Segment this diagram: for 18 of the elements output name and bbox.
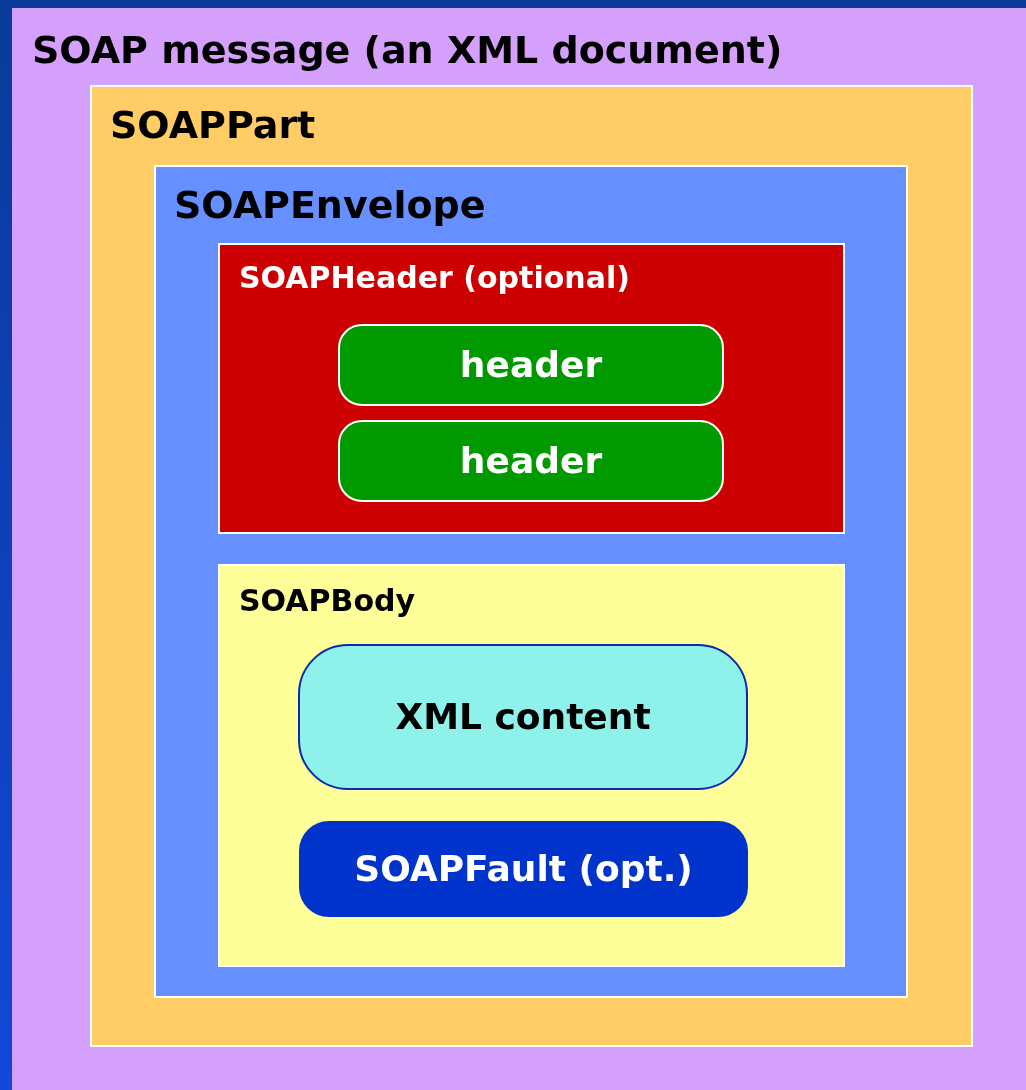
body-container-box: [218, 564, 845, 967]
part-box: [90, 85, 973, 1047]
message-box: [12, 8, 1026, 1090]
fault-pill: [299, 821, 748, 917]
header-pill: [338, 324, 724, 406]
header-pill: [338, 420, 724, 502]
content-pill: [298, 644, 748, 790]
box-label: SOAPBody: [239, 584, 415, 617]
box-label: header: [459, 345, 603, 385]
envelope-box: [154, 165, 908, 998]
box-label: SOAPHeader (optional): [239, 261, 630, 294]
box-label: XML content: [395, 697, 651, 737]
box-label: SOAPFault (opt.): [354, 849, 693, 889]
box-label: SOAPEnvelope: [174, 185, 486, 227]
box-label: header: [459, 441, 603, 481]
header-container-box: [218, 243, 845, 534]
box-label: SOAP message (an XML document): [32, 30, 783, 72]
box-label: SOAPPart: [110, 105, 316, 147]
